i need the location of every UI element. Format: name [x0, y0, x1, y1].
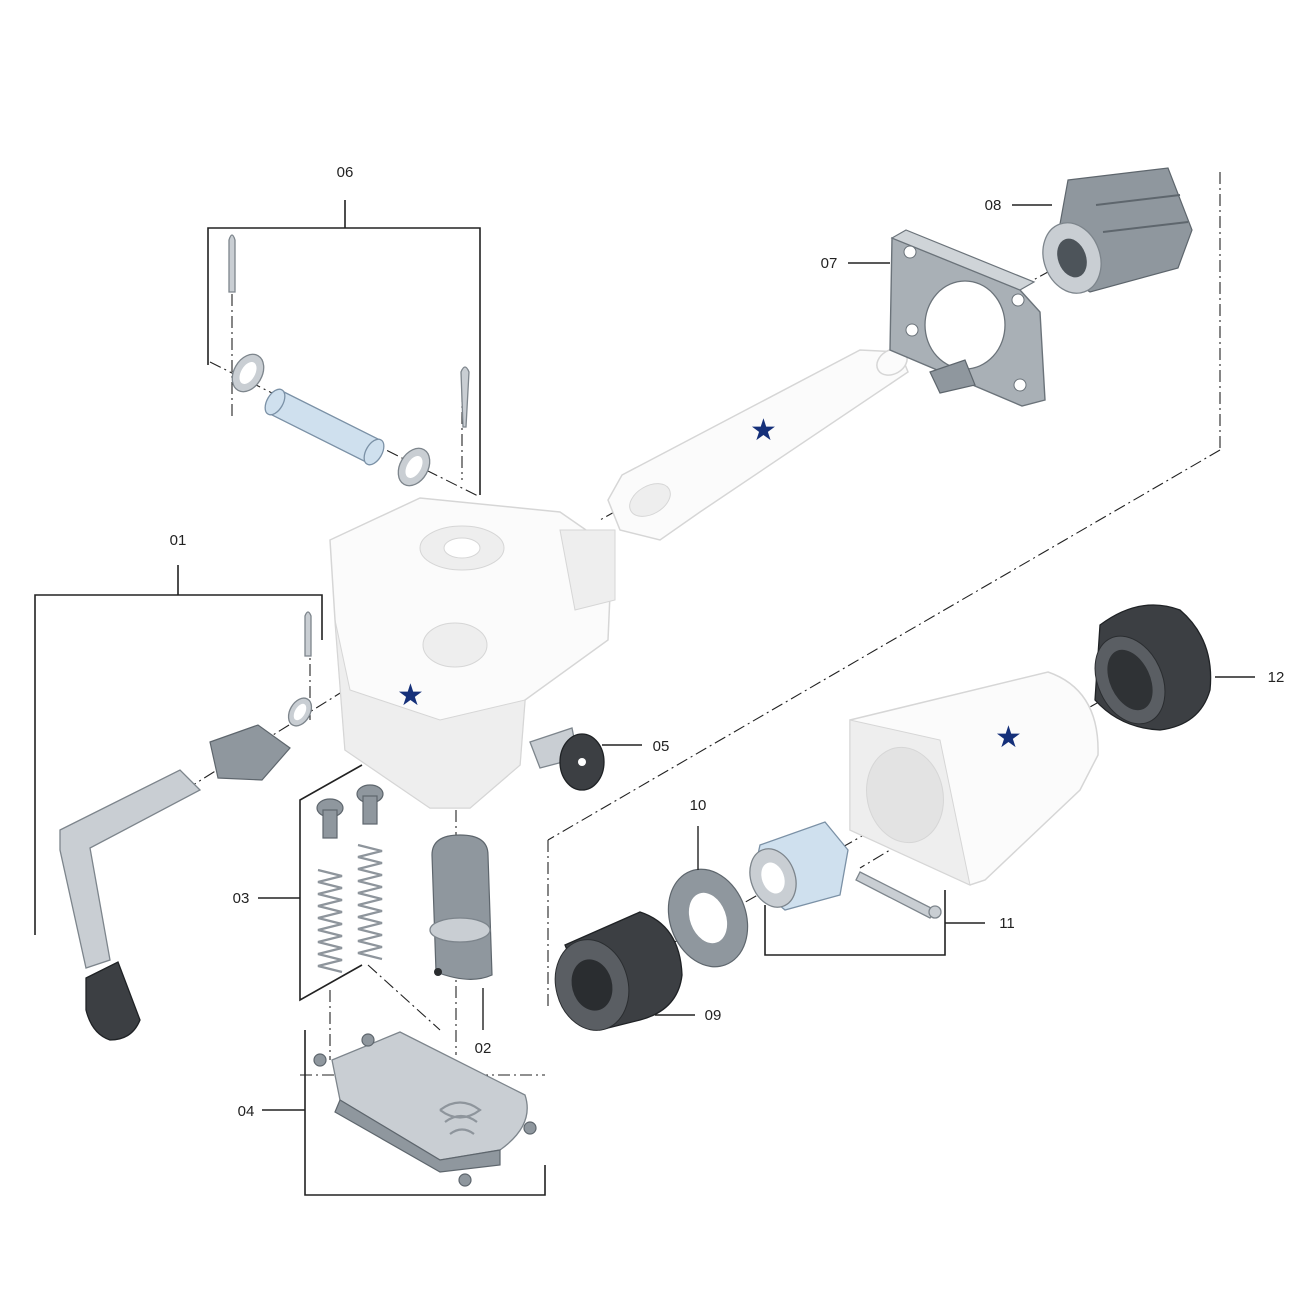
part-11-clamp-bush	[749, 821, 942, 919]
drawbar: ★	[607, 348, 909, 541]
callout-06: 06	[337, 164, 354, 181]
part-12-bellows	[1094, 604, 1212, 731]
part-01-handle	[59, 611, 313, 1041]
callout-04: 04	[238, 1103, 255, 1120]
part-10-washer	[667, 868, 749, 968]
part-03-screws-springs	[316, 784, 384, 974]
part-05-plug	[529, 727, 605, 791]
tube-housing: ★	[849, 671, 1099, 886]
callout-12: 12	[1268, 669, 1285, 686]
part-brackets	[34, 200, 985, 1196]
callout-10: 10	[690, 797, 707, 814]
part-08-bush	[1042, 167, 1193, 294]
tube-housing-star-marker: ★	[995, 720, 1022, 755]
callout-01: 01	[170, 532, 187, 549]
main-housing: ★	[329, 497, 616, 809]
callout-08: 08	[985, 197, 1002, 214]
callout-03: 03	[233, 890, 250, 907]
part-09-rubber-buffer	[554, 911, 683, 1031]
part-02-locking-bolt	[429, 834, 493, 980]
part-04-cover	[313, 1031, 537, 1187]
part-06-pin-assembly	[228, 234, 470, 487]
callout-labels: 06 01 08 07 05 03 10 09 11 12 02 04	[170, 164, 1285, 1120]
callout-09: 09	[705, 1007, 722, 1024]
leader-lines	[258, 204, 1255, 1111]
housing-star-marker: ★	[397, 678, 424, 713]
part-07-flange-plate	[889, 229, 1046, 407]
callout-02: 02	[475, 1040, 492, 1057]
callout-05: 05	[653, 738, 670, 755]
callout-11: 11	[999, 915, 1015, 932]
callout-07: 07	[821, 255, 838, 272]
drawbar-star-marker: ★	[750, 413, 777, 448]
